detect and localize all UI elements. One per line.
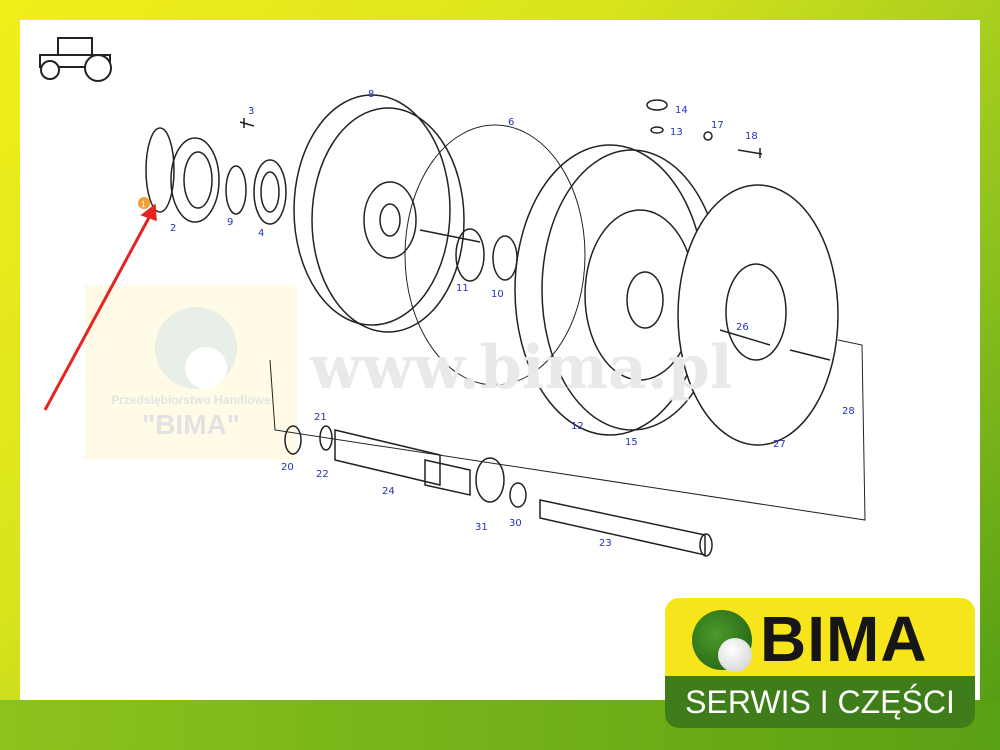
part-label[interactable]: 28 <box>842 406 855 417</box>
part-label[interactable]: 13 <box>670 127 683 138</box>
part-label[interactable]: 21 <box>314 412 327 423</box>
watermark-company: Przedsiębiorstwo Handlowe <box>111 393 271 407</box>
highlight-arrow <box>43 211 154 411</box>
part-label[interactable]: 20 <box>281 462 294 473</box>
part-label[interactable]: 2 <box>170 223 176 234</box>
part-label[interactable]: 30 <box>509 518 522 529</box>
logo-name: BIMA <box>760 603 928 675</box>
part-label[interactable]: 27 <box>773 439 786 450</box>
logo-bottom <box>665 676 975 728</box>
highlight-marker[interactable] <box>138 197 150 209</box>
part-label[interactable]: 15 <box>625 437 638 448</box>
part-label[interactable]: 23 <box>599 538 612 549</box>
arrow-head <box>140 203 157 222</box>
part-label[interactable]: 26 <box>736 322 749 333</box>
part-label[interactable]: 10 <box>491 289 504 300</box>
part-label[interactable]: 31 <box>475 522 488 533</box>
part-label[interactable]: 9 <box>227 217 233 228</box>
watermark-ball <box>185 347 227 389</box>
part-label[interactable]: 6 <box>508 117 514 128</box>
watermark-name: "BIMA" <box>141 409 241 440</box>
logo-ball-icon <box>718 638 752 672</box>
bearing <box>455 228 485 282</box>
friction-disc <box>677 184 839 446</box>
turbine-wheel <box>293 94 481 333</box>
bima-logo: BIMA SERWIS I CZĘŚCI <box>665 598 975 728</box>
part-label[interactable]: 17 <box>711 120 724 131</box>
part-label[interactable]: 11 <box>456 283 469 294</box>
part-label[interactable]: 12 <box>571 421 584 432</box>
part-label[interactable]: 4 <box>258 228 264 239</box>
watermark-logo: Przedsiębiorstwo Handlowe "BIMA" <box>85 285 297 460</box>
shafts <box>284 425 713 557</box>
o-ring <box>404 124 586 386</box>
bearing <box>492 235 518 281</box>
part-label[interactable]: 22 <box>316 469 329 480</box>
part-label[interactable]: 24 <box>382 486 395 497</box>
assembly-frame <box>269 339 866 521</box>
tractor-icon <box>39 37 112 82</box>
housing-part <box>145 118 287 225</box>
part-label[interactable]: 14 <box>675 105 688 116</box>
part-label[interactable]: 18 <box>745 131 758 142</box>
part-label[interactable]: 8 <box>368 89 374 100</box>
part-label[interactable]: 3 <box>248 106 254 117</box>
marker-label: 1 <box>141 200 146 209</box>
logo-tagline: SERWIS I CZĘŚCI <box>685 684 955 720</box>
